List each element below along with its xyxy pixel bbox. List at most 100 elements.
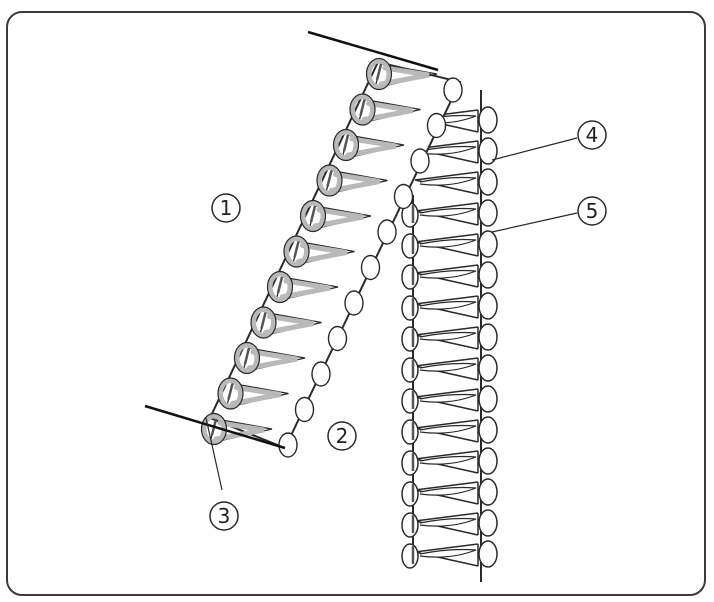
right-edge-loop bbox=[478, 354, 498, 382]
left-right-loop bbox=[344, 290, 364, 316]
right-inner-loop bbox=[401, 326, 419, 352]
left-needle-thread bbox=[276, 276, 284, 294]
left-stitch-thread bbox=[246, 349, 298, 371]
left-right-loop bbox=[377, 219, 397, 245]
left-edge-loop-thread bbox=[350, 94, 375, 125]
right-inner-loop bbox=[401, 543, 419, 569]
right-fabric-strip bbox=[401, 90, 498, 582]
left-edge-loop-thread bbox=[218, 378, 243, 409]
left-edge-loop-thread bbox=[317, 165, 342, 196]
left-stitch-thread bbox=[345, 136, 397, 158]
left-edge-loop bbox=[217, 377, 244, 410]
left-needle-thread bbox=[375, 63, 383, 81]
callout-4: 4 bbox=[577, 120, 607, 150]
left-right-loop bbox=[426, 112, 447, 139]
left-stitch-thread bbox=[329, 172, 380, 193]
right-stitch-loop bbox=[419, 424, 477, 434]
right-inner-loop bbox=[401, 481, 419, 507]
right-stitch-rows bbox=[414, 109, 479, 567]
callout-4-label: 4 bbox=[586, 123, 599, 147]
right-stitch-loop bbox=[419, 517, 477, 527]
left-edge-loop bbox=[250, 306, 277, 339]
left-right-loop bbox=[311, 361, 331, 387]
left-edge-loop bbox=[316, 164, 343, 197]
left-edge-loop bbox=[200, 412, 228, 446]
left-edge-loop-thread bbox=[366, 58, 392, 90]
right-edge-loop bbox=[478, 509, 498, 537]
right-edge-loops bbox=[401, 106, 498, 569]
right-inner-loop bbox=[401, 295, 419, 321]
right-edge-loop bbox=[478, 137, 498, 165]
leader-line-5 bbox=[491, 212, 578, 233]
right-edge-loop bbox=[478, 447, 498, 475]
right-stitch-loop bbox=[419, 393, 477, 403]
left-right-loop bbox=[443, 77, 463, 103]
left-edge-loop-thread bbox=[267, 271, 293, 303]
left-needle-thread bbox=[293, 241, 300, 258]
left-stitch-thread bbox=[230, 385, 281, 406]
left-stitch-thread bbox=[296, 243, 347, 264]
right-edge-loop bbox=[478, 416, 498, 444]
left-edge-loop bbox=[332, 128, 360, 162]
right-stitch-loop bbox=[419, 269, 477, 279]
left-stitch-rows bbox=[209, 63, 438, 444]
left-edge-loop-thread bbox=[234, 342, 260, 374]
right-edge-loop bbox=[478, 168, 498, 196]
right-edge-loop bbox=[478, 478, 498, 506]
callout-2: 2 bbox=[327, 421, 357, 451]
right-edge-loop bbox=[478, 540, 498, 568]
callout-1: 1 bbox=[211, 193, 241, 223]
left-needle-thread bbox=[243, 347, 251, 365]
left-edge-loop bbox=[299, 199, 327, 233]
left-stitch-thread bbox=[279, 278, 331, 300]
left-needle-thread bbox=[260, 312, 267, 329]
right-edge-loop bbox=[478, 199, 498, 227]
left-edge-loop-thread bbox=[251, 307, 276, 338]
bottom-thread-line bbox=[144, 404, 286, 450]
left-right-loop bbox=[327, 325, 348, 352]
left-right-loop bbox=[360, 254, 381, 281]
callout-3: 3 bbox=[209, 501, 239, 531]
callout-2-label: 2 bbox=[336, 424, 349, 448]
right-inner-loop bbox=[401, 388, 419, 414]
right-stitch-loop bbox=[419, 548, 477, 558]
left-stitch-thread bbox=[312, 207, 364, 229]
callout-1-label: 1 bbox=[220, 196, 233, 220]
callout-5-label: 5 bbox=[586, 199, 599, 223]
left-right-loop bbox=[294, 396, 315, 423]
left-needle-thread bbox=[342, 134, 350, 152]
left-stitch-thread bbox=[362, 101, 413, 122]
right-inner-loop bbox=[401, 357, 419, 383]
left-edge-loop-thread bbox=[284, 236, 309, 267]
left-fabric-strip bbox=[144, 30, 463, 458]
right-stitch-loop bbox=[419, 331, 477, 341]
right-edge-loop bbox=[478, 261, 498, 289]
left-edge-loops bbox=[200, 57, 463, 458]
right-edge-loop bbox=[478, 230, 498, 258]
left-needle-thread bbox=[227, 383, 234, 400]
leader-line-4 bbox=[491, 137, 578, 161]
left-stitch-thread bbox=[263, 314, 314, 335]
callout-5: 5 bbox=[577, 196, 607, 226]
right-stitch-loop bbox=[419, 207, 477, 217]
right-stitch-loop bbox=[419, 486, 477, 496]
right-edge-loop bbox=[478, 323, 498, 351]
left-edge-loop-thread bbox=[333, 129, 359, 161]
right-inner-loop bbox=[401, 264, 419, 290]
right-inner-loop bbox=[401, 419, 419, 445]
right-inner-loop bbox=[401, 512, 419, 538]
left-stitch-thread bbox=[213, 420, 265, 442]
left-right-loop bbox=[410, 148, 430, 174]
right-stitch-loop bbox=[419, 238, 477, 248]
left-needle-thread bbox=[309, 205, 317, 223]
left-edge-loop bbox=[266, 270, 294, 304]
right-edge-loop bbox=[478, 106, 498, 134]
right-stitch-loop bbox=[419, 300, 477, 310]
right-stitch-loop bbox=[419, 176, 477, 186]
left-needle-thread bbox=[326, 170, 333, 187]
right-stitch-loop bbox=[419, 362, 477, 372]
right-edge-loop bbox=[478, 385, 498, 413]
left-right-loop bbox=[393, 183, 414, 210]
